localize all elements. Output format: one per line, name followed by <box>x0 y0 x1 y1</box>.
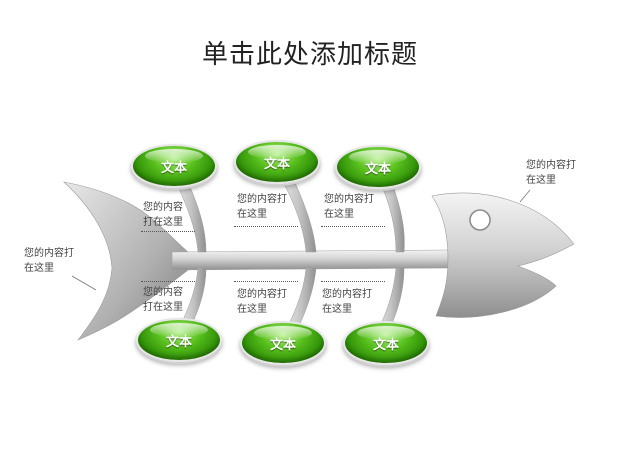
label-bottom-2-leader <box>234 281 298 282</box>
fish-eye-icon <box>469 209 491 231</box>
label-bottom-2[interactable]: 您的内容打 在这里 <box>237 289 287 315</box>
label-top-1[interactable]: 您的内容 打在这里 <box>143 202 183 228</box>
bone-top-2 <box>281 175 317 253</box>
node-top-2-text: 文本 <box>263 156 290 172</box>
node-bottom-1-text: 文本 <box>165 334 192 350</box>
tail-leader <box>71 275 97 291</box>
node-bottom-1[interactable]: 文本 <box>136 318 222 362</box>
fish-spine <box>171 249 449 271</box>
label-bottom-3-leader <box>321 281 385 282</box>
node-bottom-2-text: 文本 <box>269 337 296 353</box>
label-top-3-leader <box>321 226 385 227</box>
bone-top-1 <box>175 177 207 253</box>
node-top-3[interactable]: 文本 <box>335 145 421 189</box>
label-top-2[interactable]: 您的内容打 在这里 <box>237 194 287 220</box>
label-head[interactable]: 您的内容打 在这里 <box>526 160 576 186</box>
fish-tail <box>63 181 189 341</box>
label-top-3[interactable]: 您的内容打 在这里 <box>324 194 374 220</box>
node-top-1[interactable]: 文本 <box>131 144 217 188</box>
label-top-2-leader <box>234 226 298 227</box>
bone-top-3 <box>379 177 405 253</box>
node-bottom-3[interactable]: 文本 <box>343 321 429 365</box>
head-leader <box>519 189 531 203</box>
node-top-1-text: 文本 <box>160 160 187 176</box>
label-top-1-leader <box>141 231 195 232</box>
node-top-3-text: 文本 <box>364 161 391 177</box>
label-bottom-3[interactable]: 您的内容打 在这里 <box>322 289 372 315</box>
slide-title[interactable]: 单击此处添加标题 <box>201 40 418 70</box>
node-bottom-2[interactable]: 文本 <box>240 321 326 365</box>
node-top-2[interactable]: 文本 <box>234 140 320 184</box>
fish-head <box>431 192 575 318</box>
label-tail[interactable]: 您的内容打 在这里 <box>24 248 74 274</box>
label-bottom-1[interactable]: 您的内容 打在这里 <box>143 287 183 313</box>
node-bottom-3-text: 文本 <box>372 337 399 353</box>
label-bottom-1-leader <box>141 281 195 282</box>
